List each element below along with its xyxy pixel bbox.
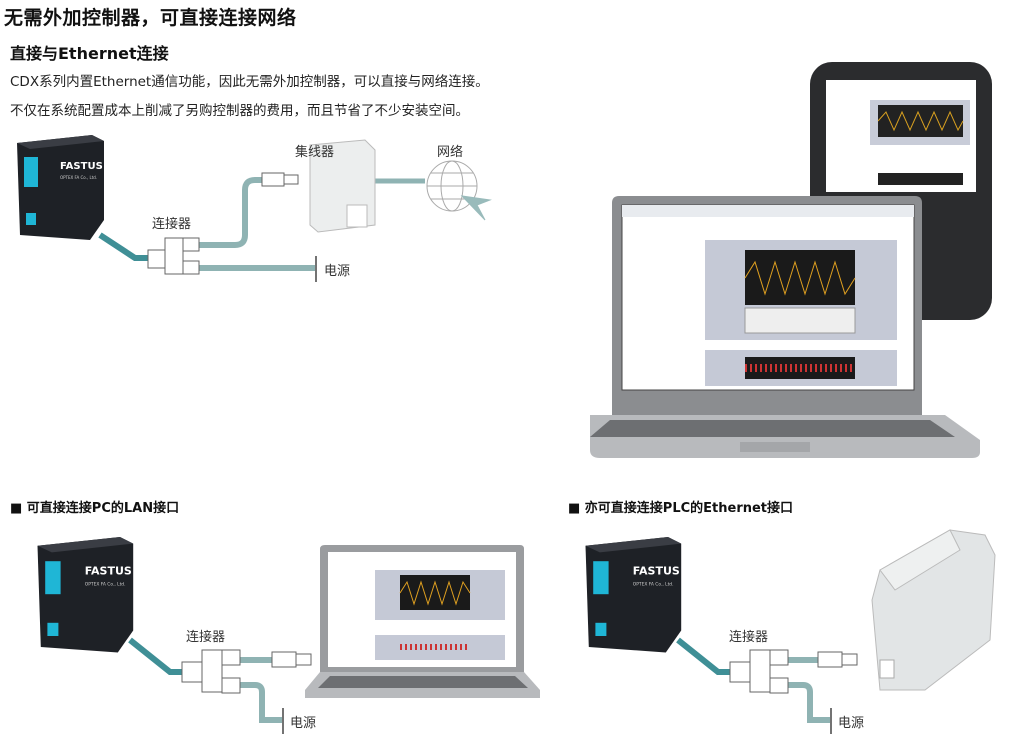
plc-device-icon	[871, 529, 996, 691]
network-label: 网络	[437, 145, 464, 160]
connector-label: 连接器	[186, 630, 226, 645]
paragraph: CDX系列内置Ethernet通信功能，因此无需外加控制器，可以直接与网络连接。	[10, 74, 489, 90]
hub-label: 集线器	[295, 145, 335, 160]
rj45-plug-icon	[261, 172, 299, 187]
page-title: 无需外加控制器，可直接连接网络	[4, 7, 297, 29]
sensor-icon: FASTUS OPTEX FA Co., Ltd.	[37, 537, 134, 653]
svg-text:FASTUS: FASTUS	[60, 161, 103, 172]
sensor-icon: FASTUS OPTEX FA Co., Ltd.	[585, 537, 682, 653]
power-label: 电源	[838, 716, 865, 731]
sensor-icon: FASTUS OPTEX FA Co., Ltd.	[17, 135, 104, 240]
paragraph: 不仅在系统配置成本上削减了另购控制器的费用，而且节省了不少安装空间。	[10, 103, 469, 119]
hub-icon	[309, 139, 376, 233]
sensor-device-image: FASTUS OPTEX FA Co., Ltd.	[580, 537, 685, 662]
globe-icon	[426, 160, 492, 221]
power-label: 电源	[290, 716, 317, 731]
power-label: 电源	[324, 264, 351, 279]
svg-text:OPTEX FA Co., Ltd.: OPTEX FA Co., Ltd.	[633, 581, 674, 587]
svg-text:FASTUS: FASTUS	[85, 564, 132, 577]
svg-text:OPTEX FA Co., Ltd.: OPTEX FA Co., Ltd.	[85, 581, 126, 587]
connector-icon	[147, 237, 200, 275]
svg-text:OPTEX FA Co., Ltd.: OPTEX FA Co., Ltd.	[60, 175, 97, 180]
sensor-device-image: FASTUS OPTEX FA Co., Ltd.	[12, 135, 107, 249]
svg-text:FASTUS: FASTUS	[633, 564, 680, 577]
connector-label: 连接器	[152, 217, 192, 232]
sensor-device-image: FASTUS OPTEX FA Co., Ltd.	[32, 537, 137, 662]
section-plc-title: ■ 亦可直接连接PLC的Ethernet接口	[568, 501, 794, 516]
section-pc-title: ■ 可直接连接PC的LAN接口	[10, 501, 180, 516]
connector-label: 连接器	[729, 630, 769, 645]
section-subtitle: 直接与Ethernet连接	[10, 44, 169, 63]
